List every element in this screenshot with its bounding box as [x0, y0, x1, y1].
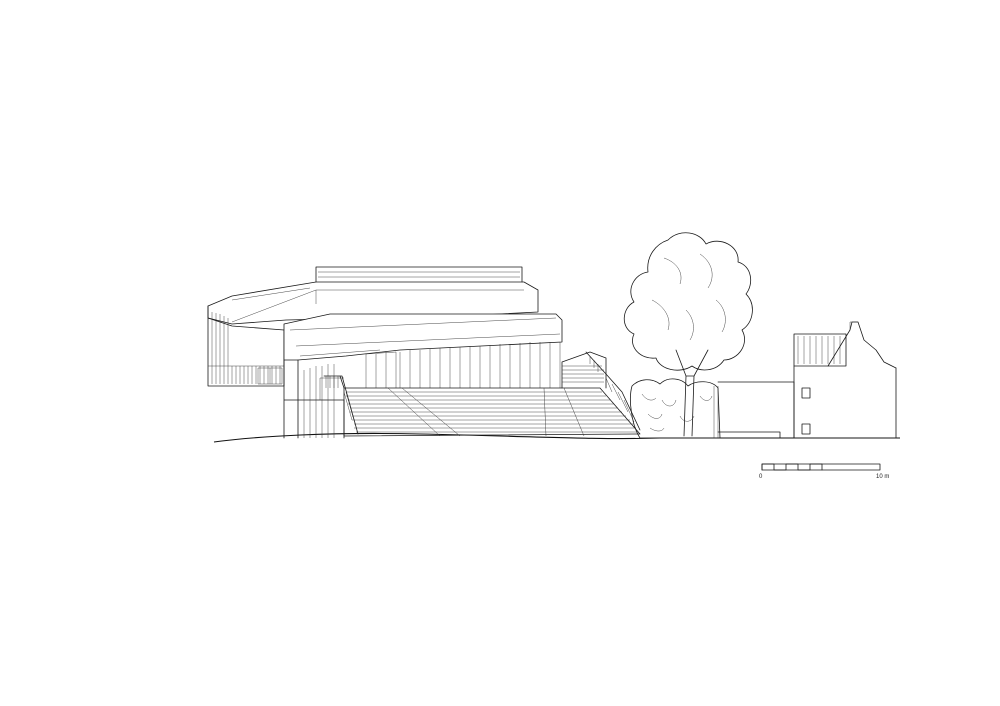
- left-railing: [323, 375, 359, 435]
- scale-start-label: 0: [759, 474, 763, 480]
- tree: [623, 232, 753, 437]
- tree-canopy: [623, 232, 753, 371]
- house-roof-lines: [797, 336, 841, 364]
- entrance-doors: [365, 351, 397, 388]
- left-wing-window: [257, 367, 283, 385]
- lower-wall-window: [319, 377, 344, 400]
- stairs-dividers: [387, 387, 585, 437]
- neighbouring-house: [793, 321, 897, 439]
- scale-bar-frame: [761, 463, 881, 471]
- house-roof-left: [793, 333, 847, 367]
- hedge: [630, 378, 721, 439]
- hedge-texture: [641, 393, 713, 432]
- house-window-lower: [801, 423, 811, 435]
- house-window-upper: [801, 387, 811, 399]
- lower-wall-cladding: [303, 342, 561, 438]
- top-box: [315, 266, 523, 283]
- lower-wall: [283, 359, 345, 439]
- tree-canopy-detail: [651, 253, 726, 341]
- hedge-outline: [630, 378, 721, 439]
- tree-trunk: [675, 349, 709, 437]
- grand-stairs: [323, 351, 641, 437]
- upper-stairs: [561, 351, 607, 389]
- middle-block: [283, 313, 563, 361]
- scale-bar-segments: [761, 463, 823, 471]
- left-wing-cladding: [208, 312, 284, 384]
- scale-bar: [761, 463, 881, 471]
- left-wing: [207, 305, 285, 387]
- top-box-lines: [318, 271, 520, 278]
- right-railing-bars: [589, 356, 635, 423]
- stairs-treads: [346, 391, 638, 433]
- stairs-outline: [343, 387, 641, 437]
- ground-line: [213, 432, 900, 443]
- left-railing-bars: [325, 376, 355, 421]
- middle-block-lines: [289, 317, 561, 357]
- upper-block-band: [231, 287, 524, 323]
- scale-end-label: 10 m: [876, 474, 890, 480]
- house-wall: [793, 365, 897, 439]
- house-chimney: [849, 321, 858, 330]
- upper-stairs-treads: [562, 365, 604, 383]
- house-gable: [827, 321, 897, 369]
- garden-wall: [717, 381, 795, 439]
- trellis-post: [713, 386, 719, 438]
- main-building: [207, 266, 563, 439]
